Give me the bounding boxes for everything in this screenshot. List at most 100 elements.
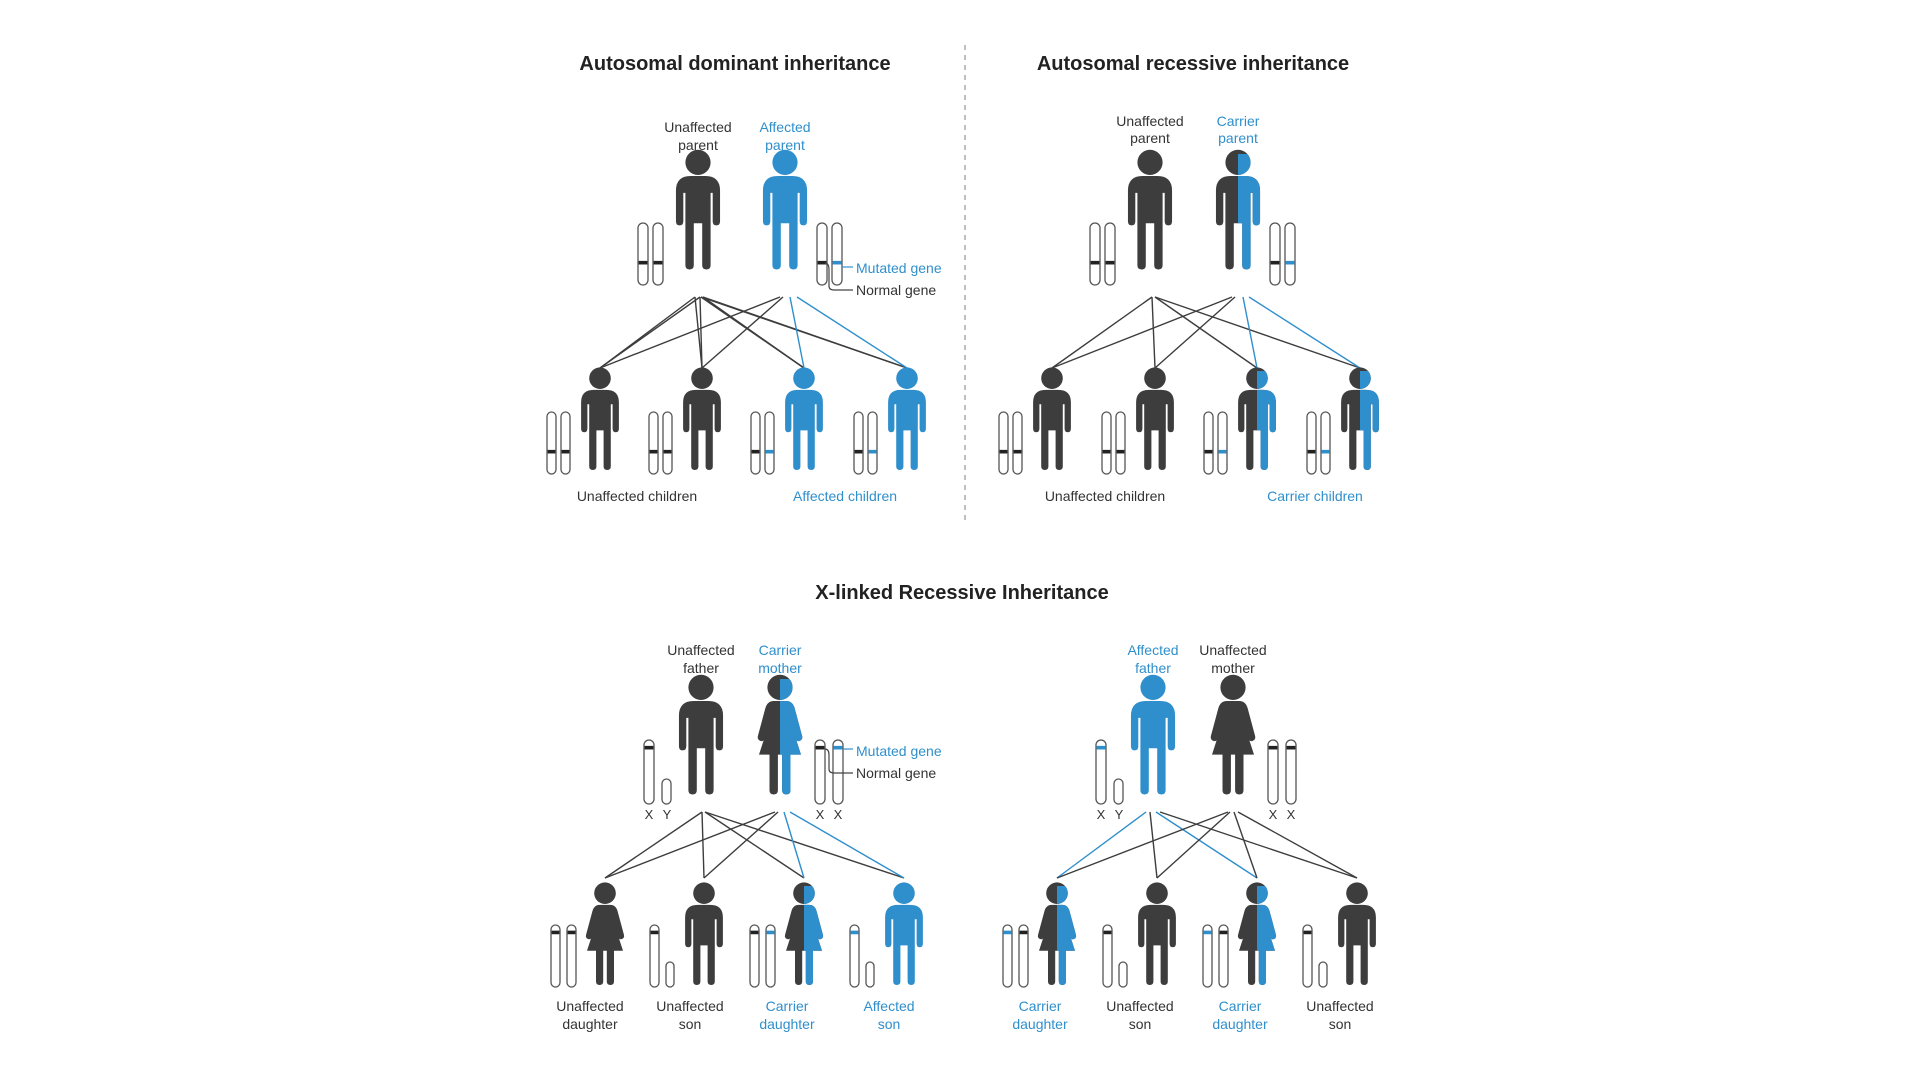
xlinked-right-mother-x-chromosome-2 bbox=[1285, 739, 1297, 805]
dominant-child-2-chromosome-2 bbox=[662, 411, 673, 475]
dominant-affected-parent-figure bbox=[762, 149, 808, 270]
dominant-child-1-chromosome-2 bbox=[560, 411, 571, 475]
xlinked-right-child-1-x-chromosome-1 bbox=[1002, 924, 1013, 988]
xlinked-right-child-labels: Carrier daughter Unaffected son Carrier … bbox=[1012, 998, 1373, 1032]
recessive-parent-right-chromosome-2 bbox=[1284, 222, 1296, 286]
recessive-group-right: Carrier children bbox=[1267, 488, 1363, 504]
svg-text:Y: Y bbox=[1115, 807, 1124, 822]
svg-text:X: X bbox=[816, 807, 825, 822]
recessive-child-figure-4 bbox=[1341, 367, 1379, 471]
xlinked-left-father-x-chromosome bbox=[643, 739, 655, 805]
recessive-carrier-parent-figure bbox=[1215, 149, 1261, 270]
dominant-key-mutated: Mutated gene bbox=[856, 260, 942, 276]
svg-text:Unaffected: Unaffected bbox=[664, 119, 731, 135]
xlinked-key-normal: Normal gene bbox=[856, 765, 936, 781]
dominant-child-3-chromosome-2 bbox=[764, 411, 775, 475]
recessive-parent-right-label: Carrier parent bbox=[1217, 113, 1260, 146]
xlinked-left-child-figure-4 bbox=[885, 882, 923, 985]
svg-text:daughter: daughter bbox=[1212, 1016, 1268, 1032]
svg-text:X: X bbox=[1097, 807, 1106, 822]
xlinked-left-child-3-x-chromosome-2 bbox=[765, 924, 776, 988]
svg-text:Unaffected: Unaffected bbox=[1306, 998, 1373, 1014]
svg-text:X: X bbox=[645, 807, 654, 822]
xlinked-right-child-3-x-chromosome-1 bbox=[1202, 924, 1213, 988]
svg-text:Affected: Affected bbox=[759, 119, 810, 135]
xlinked-right-child-4-y-chromosome bbox=[1318, 961, 1328, 988]
recessive-parent-right-chromosome-1 bbox=[1269, 222, 1281, 286]
xlinked-left-child-4-x-chromosome bbox=[849, 924, 860, 988]
recessive-child-1-chromosome-2 bbox=[1012, 411, 1023, 475]
recessive-child-3-chromosome-2 bbox=[1217, 411, 1228, 475]
svg-text:Y: Y bbox=[663, 807, 672, 822]
svg-text:daughter: daughter bbox=[1012, 1016, 1068, 1032]
dominant-parent-right-label: Affected parent bbox=[759, 119, 810, 153]
svg-text:Affected: Affected bbox=[863, 998, 914, 1014]
dominant-child-figure-4 bbox=[888, 367, 926, 470]
xlinked-left-mother-x-chromosome-1 bbox=[814, 739, 826, 805]
xlinked-left-child-4-y-chromosome bbox=[865, 961, 875, 988]
svg-text:parent: parent bbox=[678, 137, 718, 153]
svg-text:mother: mother bbox=[1211, 660, 1255, 676]
recessive-group-left: Unaffected children bbox=[1045, 488, 1165, 504]
svg-text:daughter: daughter bbox=[562, 1016, 618, 1032]
svg-text:Unaffected: Unaffected bbox=[556, 998, 623, 1014]
recessive-parent-left-chromosome-1 bbox=[1089, 222, 1101, 286]
svg-text:son: son bbox=[878, 1016, 901, 1032]
xlinked-left-child-labels: Unaffected daughter Unaffected son Carri… bbox=[556, 998, 914, 1032]
xlinked-right-child-3-x-chromosome-2 bbox=[1218, 924, 1229, 988]
dominant-child-figure-2 bbox=[683, 367, 721, 470]
dominant-child-4-chromosome-2 bbox=[867, 411, 878, 475]
xlinked-left-child-2-x-chromosome bbox=[649, 924, 660, 988]
svg-text:Carrier: Carrier bbox=[766, 998, 809, 1014]
xlinked-left-father-y-chromosome bbox=[661, 778, 672, 805]
xlinked-key-normal-leader bbox=[824, 748, 853, 774]
dominant-parent-left-chromosome-1 bbox=[637, 222, 649, 286]
dominant-parent-left-label: Unaffected parent bbox=[664, 119, 731, 153]
svg-text:Carrier: Carrier bbox=[1019, 998, 1062, 1014]
xlinked-left-child-1-x-chromosome-2 bbox=[566, 924, 577, 988]
xlinked-left-mother-figure bbox=[757, 674, 803, 795]
svg-text:Carrier: Carrier bbox=[1219, 998, 1262, 1014]
xlinked-right-child-figure-4 bbox=[1338, 882, 1376, 985]
recessive-child-2-chromosome-2 bbox=[1115, 411, 1126, 475]
dominant-parent-right-chromosome-1 bbox=[816, 222, 828, 286]
dominant-key-normal-leader bbox=[824, 262, 853, 291]
dominant-child-3-chromosome-1 bbox=[750, 411, 761, 475]
svg-text:son: son bbox=[1129, 1016, 1152, 1032]
svg-text:son: son bbox=[679, 1016, 702, 1032]
xlinked-left-child-3-x-chromosome-1 bbox=[749, 924, 760, 988]
svg-text:son: son bbox=[1329, 1016, 1352, 1032]
xlinked-chromosome-letters: X Y X X X Y X X bbox=[645, 807, 1296, 822]
xlinked-right-father-y-chromosome bbox=[1113, 778, 1124, 805]
recessive-child-2-chromosome-1 bbox=[1101, 411, 1112, 475]
xlinked-right-mother-x-chromosome-1 bbox=[1267, 739, 1279, 805]
xlinked-right-child-figure-1 bbox=[1037, 882, 1077, 986]
xlinked-right-child-2-x-chromosome bbox=[1102, 924, 1113, 988]
svg-text:X: X bbox=[1287, 807, 1296, 822]
recessive-child-figure-3 bbox=[1238, 367, 1276, 471]
xlinked-left-mother-label: Carrier mother bbox=[758, 642, 802, 676]
recessive-parent-left-label: Unaffected parent bbox=[1116, 113, 1183, 146]
dominant-key-normal: Normal gene bbox=[856, 282, 936, 298]
dominant-parent-left-chromosome-2 bbox=[652, 222, 664, 286]
dominant-child-figure-3 bbox=[785, 367, 823, 470]
xlinked-left-child-2-y-chromosome bbox=[665, 961, 675, 988]
xlinked-right-father-label: Affected father bbox=[1127, 642, 1178, 676]
svg-text:Carrier: Carrier bbox=[759, 642, 802, 658]
svg-text:Unaffected: Unaffected bbox=[656, 998, 723, 1014]
svg-text:Affected: Affected bbox=[1127, 642, 1178, 658]
svg-text:father: father bbox=[1135, 660, 1171, 676]
xlinked-right-child-figure-2 bbox=[1138, 882, 1176, 985]
dominant-child-4-chromosome-1 bbox=[853, 411, 864, 475]
dominant-child-1-chromosome-1 bbox=[546, 411, 557, 475]
svg-text:daughter: daughter bbox=[759, 1016, 815, 1032]
dominant-child-figure-1 bbox=[581, 367, 619, 470]
xlinked-right-child-1-x-chromosome-2 bbox=[1018, 924, 1029, 988]
recessive-child-1-chromosome-1 bbox=[998, 411, 1009, 475]
xlinked-right-mother-label: Unaffected mother bbox=[1199, 642, 1266, 676]
recessive-parent-left-chromosome-2 bbox=[1104, 222, 1116, 286]
recessive-child-4-chromosome-2 bbox=[1320, 411, 1331, 475]
dominant-parent-right-chromosome-2 bbox=[831, 222, 843, 286]
xlinked-right-child-figure-3 bbox=[1237, 882, 1277, 986]
